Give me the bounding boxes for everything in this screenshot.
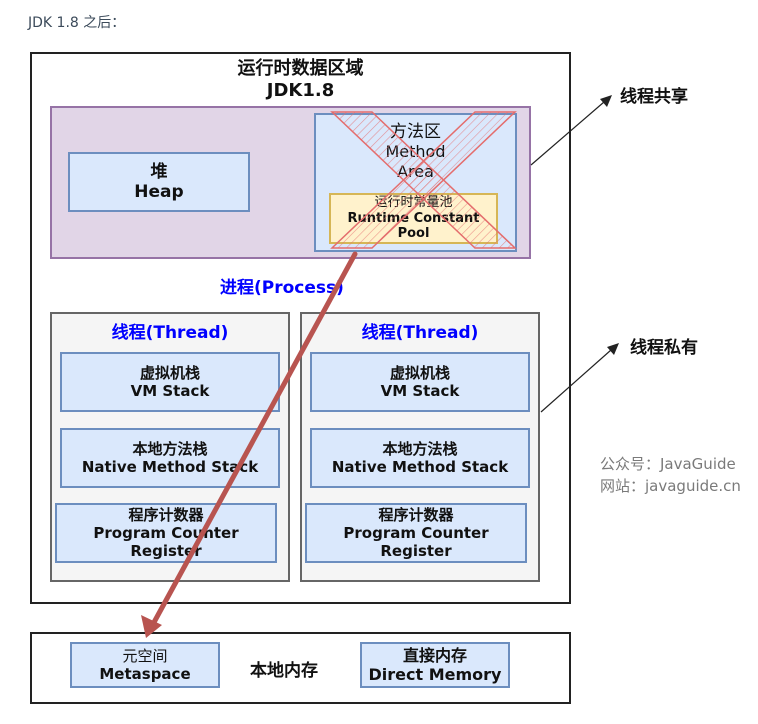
private-label: 线程私有 (630, 338, 698, 358)
thread-title-1: 线程(Thread) (111, 323, 229, 343)
pc-register-zh-1: 程序计数器 (128, 506, 204, 524)
runtime-subtitle: JDK1.8 (266, 79, 335, 101)
vm-stack-zh-2: 虚拟机栈 (389, 364, 450, 382)
metaspace-zh: 元空间 (122, 647, 168, 665)
runtime-title-block: 运行时数据区域 JDK1.8 (30, 58, 571, 101)
heap-en: Heap (134, 182, 184, 202)
pc-register-box-1: 程序计数器 Program Counter Register (55, 503, 277, 563)
watermark-line1: 公众号：JavaGuide (600, 455, 736, 473)
native-memory-box (30, 632, 571, 704)
shared-arrowhead-icon (600, 95, 612, 107)
private-arrowhead-icon (607, 343, 619, 355)
native-stack-zh-1: 本地方法栈 (132, 440, 208, 458)
runtime-title: 运行时数据区域 (237, 58, 364, 79)
metaspace-en: Metaspace (99, 665, 191, 683)
process-label: 进程(Process) (220, 278, 344, 298)
native-stack-en-2: Native Method Stack (331, 458, 509, 476)
pc-register-box-2: 程序计数器 Program Counter Register (305, 503, 527, 563)
pc-register-en-1: Program Counter Register (93, 524, 239, 560)
native-stack-box-1: 本地方法栈 Native Method Stack (60, 428, 280, 488)
thread-title-2: 线程(Thread) (361, 323, 479, 343)
method-area-labels: 方法区 Method Area (314, 122, 517, 181)
metaspace-box: 元空间 Metaspace (70, 642, 220, 688)
pc-register-en-2: Program Counter Register (343, 524, 489, 560)
vm-stack-zh-1: 虚拟机栈 (139, 364, 200, 382)
native-stack-en-1: Native Method Stack (81, 458, 259, 476)
direct-memory-en: Direct Memory (368, 665, 502, 684)
native-memory-label: 本地内存 (250, 661, 318, 681)
vm-stack-en-2: VM Stack (380, 382, 460, 400)
heap-zh: 堆 (150, 161, 168, 182)
watermark: 公众号：JavaGuide 网站：javaguide.cn (600, 453, 741, 497)
constant-pool-en: Runtime Constant Pool (347, 210, 480, 242)
constant-pool-box: 运行时常量池 Runtime Constant Pool (329, 193, 498, 244)
vm-stack-box-1: 虚拟机栈 VM Stack (60, 352, 280, 412)
caption: JDK 1.8 之后： (28, 15, 126, 31)
method-area-zh: 方法区 (390, 122, 441, 142)
direct-memory-box: 直接内存 Direct Memory (360, 642, 510, 688)
pc-register-zh-2: 程序计数器 (378, 506, 454, 524)
native-stack-box-2: 本地方法栈 Native Method Stack (310, 428, 530, 488)
method-area-en1: Method (385, 142, 446, 162)
vm-stack-box-2: 虚拟机栈 VM Stack (310, 352, 530, 412)
direct-memory-zh: 直接内存 (402, 645, 467, 665)
native-stack-zh-2: 本地方法栈 (382, 440, 458, 458)
shared-label: 线程共享 (620, 87, 688, 107)
heap-box: 堆 Heap (68, 152, 250, 212)
vm-stack-en-1: VM Stack (130, 382, 210, 400)
watermark-line2: 网站：javaguide.cn (600, 477, 741, 495)
method-area-en2: Area (397, 161, 434, 181)
constant-pool-zh: 运行时常量池 (374, 195, 453, 211)
